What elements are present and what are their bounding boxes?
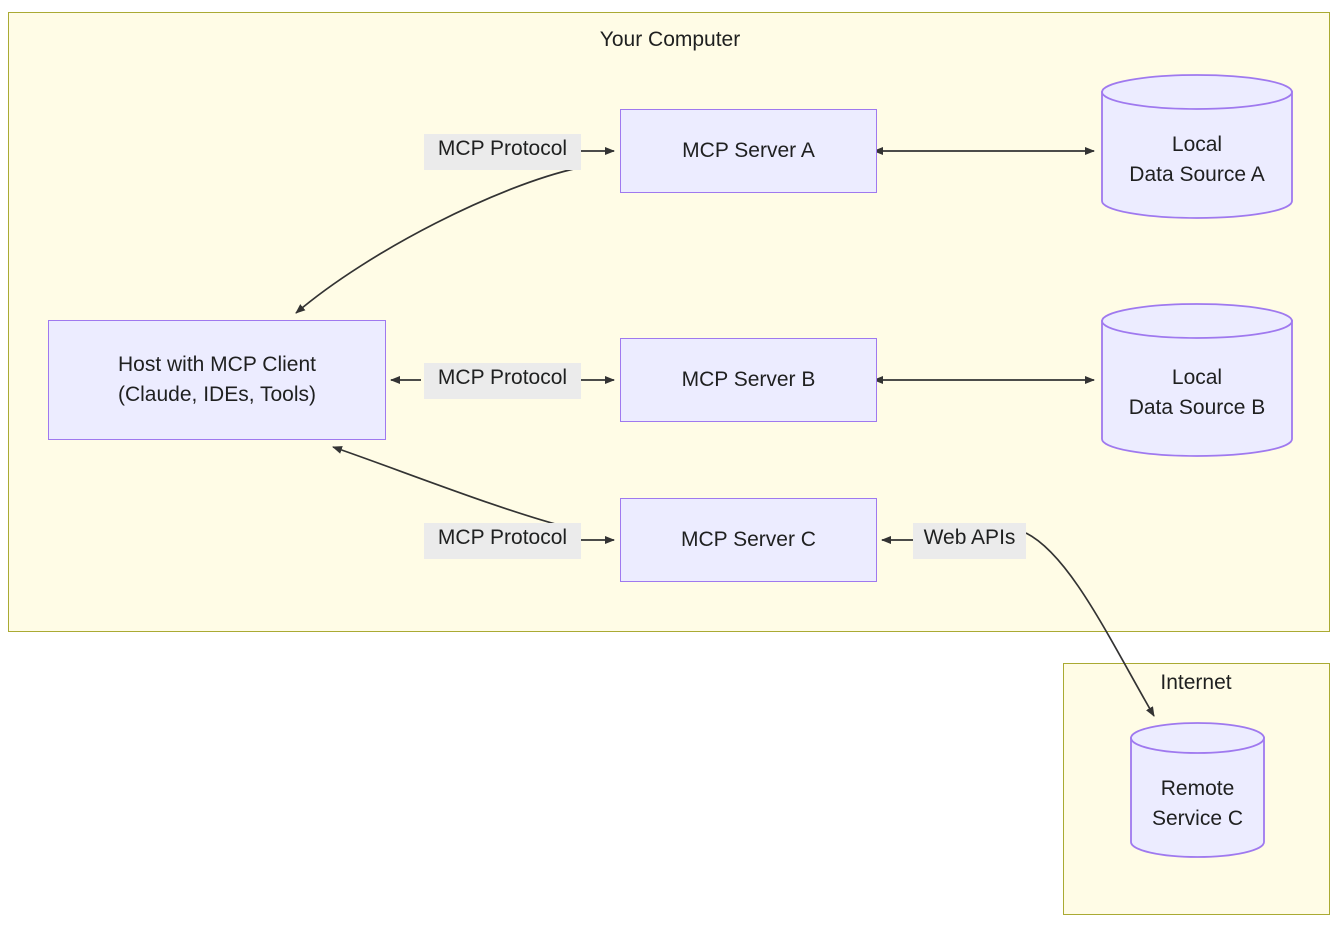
group-internet-title: Internet xyxy=(1160,671,1232,694)
edge-label-mcp-protocol-a: MCP Protocol xyxy=(424,134,581,170)
cylinder-shape-a xyxy=(1101,74,1293,219)
edge-label-web-apis: Web APIs xyxy=(913,523,1026,559)
node-local-data-source-b[interactable]: Local Data Source B xyxy=(1100,303,1294,458)
group-your-computer-title: Your Computer xyxy=(599,28,741,51)
cylinder-shape-remote-c xyxy=(1130,722,1265,858)
node-host-with-mcp-client[interactable]: Host with MCP Client (Claude, IDEs, Tool… xyxy=(48,320,386,440)
edge-host-server-c-curve xyxy=(332,446,571,529)
node-local-data-source-a[interactable]: Local Data Source A xyxy=(1100,74,1294,219)
edge-host-server-a-curve xyxy=(295,167,579,314)
node-mcp-server-b[interactable]: MCP Server B xyxy=(620,338,877,422)
node-mcp-server-b-label: MCP Server B xyxy=(681,368,816,392)
node-mcp-server-a-label: MCP Server A xyxy=(682,139,815,163)
node-host-label-line1: Host with MCP Client xyxy=(117,353,316,377)
node-remote-service-c[interactable]: Remote Service C xyxy=(1129,722,1266,859)
edge-webapi-remote-c-curve xyxy=(1025,532,1155,717)
node-mcp-server-a[interactable]: MCP Server A xyxy=(620,109,877,193)
node-mcp-server-c-label: MCP Server C xyxy=(681,528,816,552)
group-internet xyxy=(1063,663,1330,915)
edge-label-mcp-protocol-c: MCP Protocol xyxy=(424,523,581,559)
node-mcp-server-c[interactable]: MCP Server C xyxy=(620,498,877,582)
edge-label-mcp-protocol-b: MCP Protocol xyxy=(424,363,581,399)
node-host-label-line2: (Claude, IDEs, Tools) xyxy=(117,383,317,406)
cylinder-shape-b xyxy=(1101,303,1293,457)
